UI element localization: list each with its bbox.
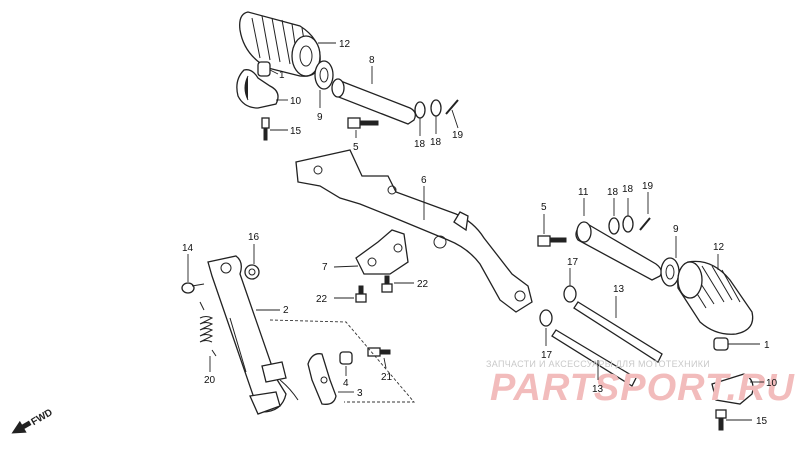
footpeg-rubber-top [239,11,321,77]
callout-21: 21 [381,372,393,383]
bolt-22-right [381,275,393,293]
callout-9-right: 9 [673,224,679,235]
bolt-top [261,117,270,141]
callout-5-top: 5 [353,142,359,153]
callout-19-top: 19 [452,130,464,141]
callout-8: 8 [369,55,375,66]
callout-labels: 12 8 1 10 9 15 5 18 18 19 6 16 14 2 7 22… [182,39,778,427]
callout-13-upper: 13 [613,284,625,295]
stand-bolt [244,264,260,280]
washer-right [660,257,680,287]
spacer-lower [539,309,553,327]
callout-14: 14 [182,243,194,254]
peg-bracket-right [711,373,754,405]
pivot-bolt [181,282,205,294]
callout-17-upper: 17 [567,257,579,268]
side-stand [207,255,287,415]
stand-spring [199,301,217,357]
collar-top [257,61,271,77]
callout-9-top: 9 [317,112,323,123]
callout-20: 20 [204,375,216,386]
long-bolt-lower [551,329,637,387]
callout-22-left: 22 [316,294,328,305]
bolt-21 [367,347,391,357]
callout-3: 3 [357,388,363,399]
leader-lines [187,42,764,421]
callout-13-lower: 13 [592,384,604,395]
bolt-5-top [347,117,379,129]
callout-15-right: 15 [756,416,768,427]
spacer-upper [563,285,577,303]
callout-19-right: 19 [642,181,654,192]
callout-1-top: 1 [279,70,285,81]
callout-15-top: 15 [290,126,302,137]
watermark-brand: PARTSPORT.RU [490,367,795,409]
bolt-right [715,409,727,431]
callout-12-top: 12 [339,39,351,50]
stand-stopper [307,353,337,405]
peg-bracket-top [236,69,279,109]
stand-switch [261,361,299,401]
callout-6: 6 [421,175,427,186]
footpeg-bar-frame [295,149,533,313]
bracket-7 [355,229,409,275]
callout-1-right: 1 [764,340,770,351]
washers-right [608,215,651,235]
collar-right [713,337,729,351]
callout-12-right: 12 [713,242,725,253]
bolt-5-right [537,235,567,247]
callout-5-right: 5 [541,202,547,213]
washer-top [314,60,334,90]
callout-7: 7 [322,262,328,273]
callout-18-right-a: 18 [607,187,619,198]
callout-18-right-b: 18 [622,184,634,195]
footpeg-pin-right [575,221,662,281]
long-bolt-upper [573,301,663,363]
callout-16: 16 [248,232,260,243]
callout-11: 11 [578,187,589,198]
callout-4: 4 [343,378,349,389]
bolt-22-left [355,285,367,303]
callout-17-lower: 17 [541,350,553,361]
callout-2: 2 [283,305,289,316]
footpeg-rubber-right [677,260,754,335]
collar-4 [339,351,353,365]
callout-18-top-b: 18 [430,137,442,148]
callout-18-top-a: 18 [414,139,426,150]
washers-top [414,99,459,119]
footpeg-pin-top [331,78,416,125]
callout-10-right: 10 [766,378,778,389]
callout-10-top: 10 [290,96,302,107]
fwd-arrow: FWD [11,407,55,434]
fwd-label: FWD [29,407,54,428]
callout-22-right: 22 [417,279,429,290]
assembly-guide [269,319,415,403]
